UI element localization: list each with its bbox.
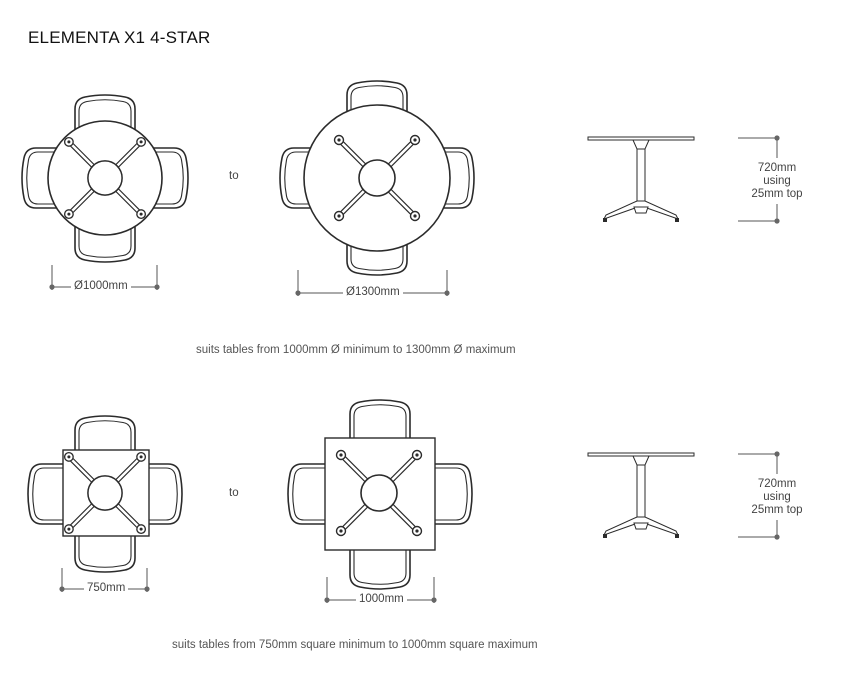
square-height-label: 720mm using 25mm top [740,478,814,517]
round-small-layout [21,94,189,263]
round-height-using: using [763,175,791,187]
page-title: ELEMENTA X1 4-STAR [28,28,211,47]
dimension-lines [49,265,450,603]
square-height-using: using [763,491,791,503]
round-height-top: 25mm top [751,188,803,200]
square-caption: suits tables from 750mm square minimum t… [172,639,538,651]
side-elevation-round [587,136,695,223]
square-height-value: 720mm [757,478,797,490]
square-height-top: 25mm top [751,504,803,516]
square-large-dimension: 1000mm [356,593,407,605]
square-small-dimension: 750mm [84,582,129,594]
square-to-label: to [229,487,239,499]
square-small-layout [27,415,183,573]
round-small-dimension: Ø1000mm [71,280,131,292]
round-caption: suits tables from 1000mm Ø minimum to 13… [196,344,516,356]
round-large-dimension: Ø1300mm [343,286,403,298]
square-large-layout [287,399,473,590]
round-large-layout [279,80,475,276]
round-to-label: to [229,170,239,182]
height-dimension-lines [738,135,780,540]
round-height-value: 720mm [757,162,797,174]
round-height-label: 720mm using 25mm top [740,162,814,201]
side-elevation-square [587,452,695,539]
